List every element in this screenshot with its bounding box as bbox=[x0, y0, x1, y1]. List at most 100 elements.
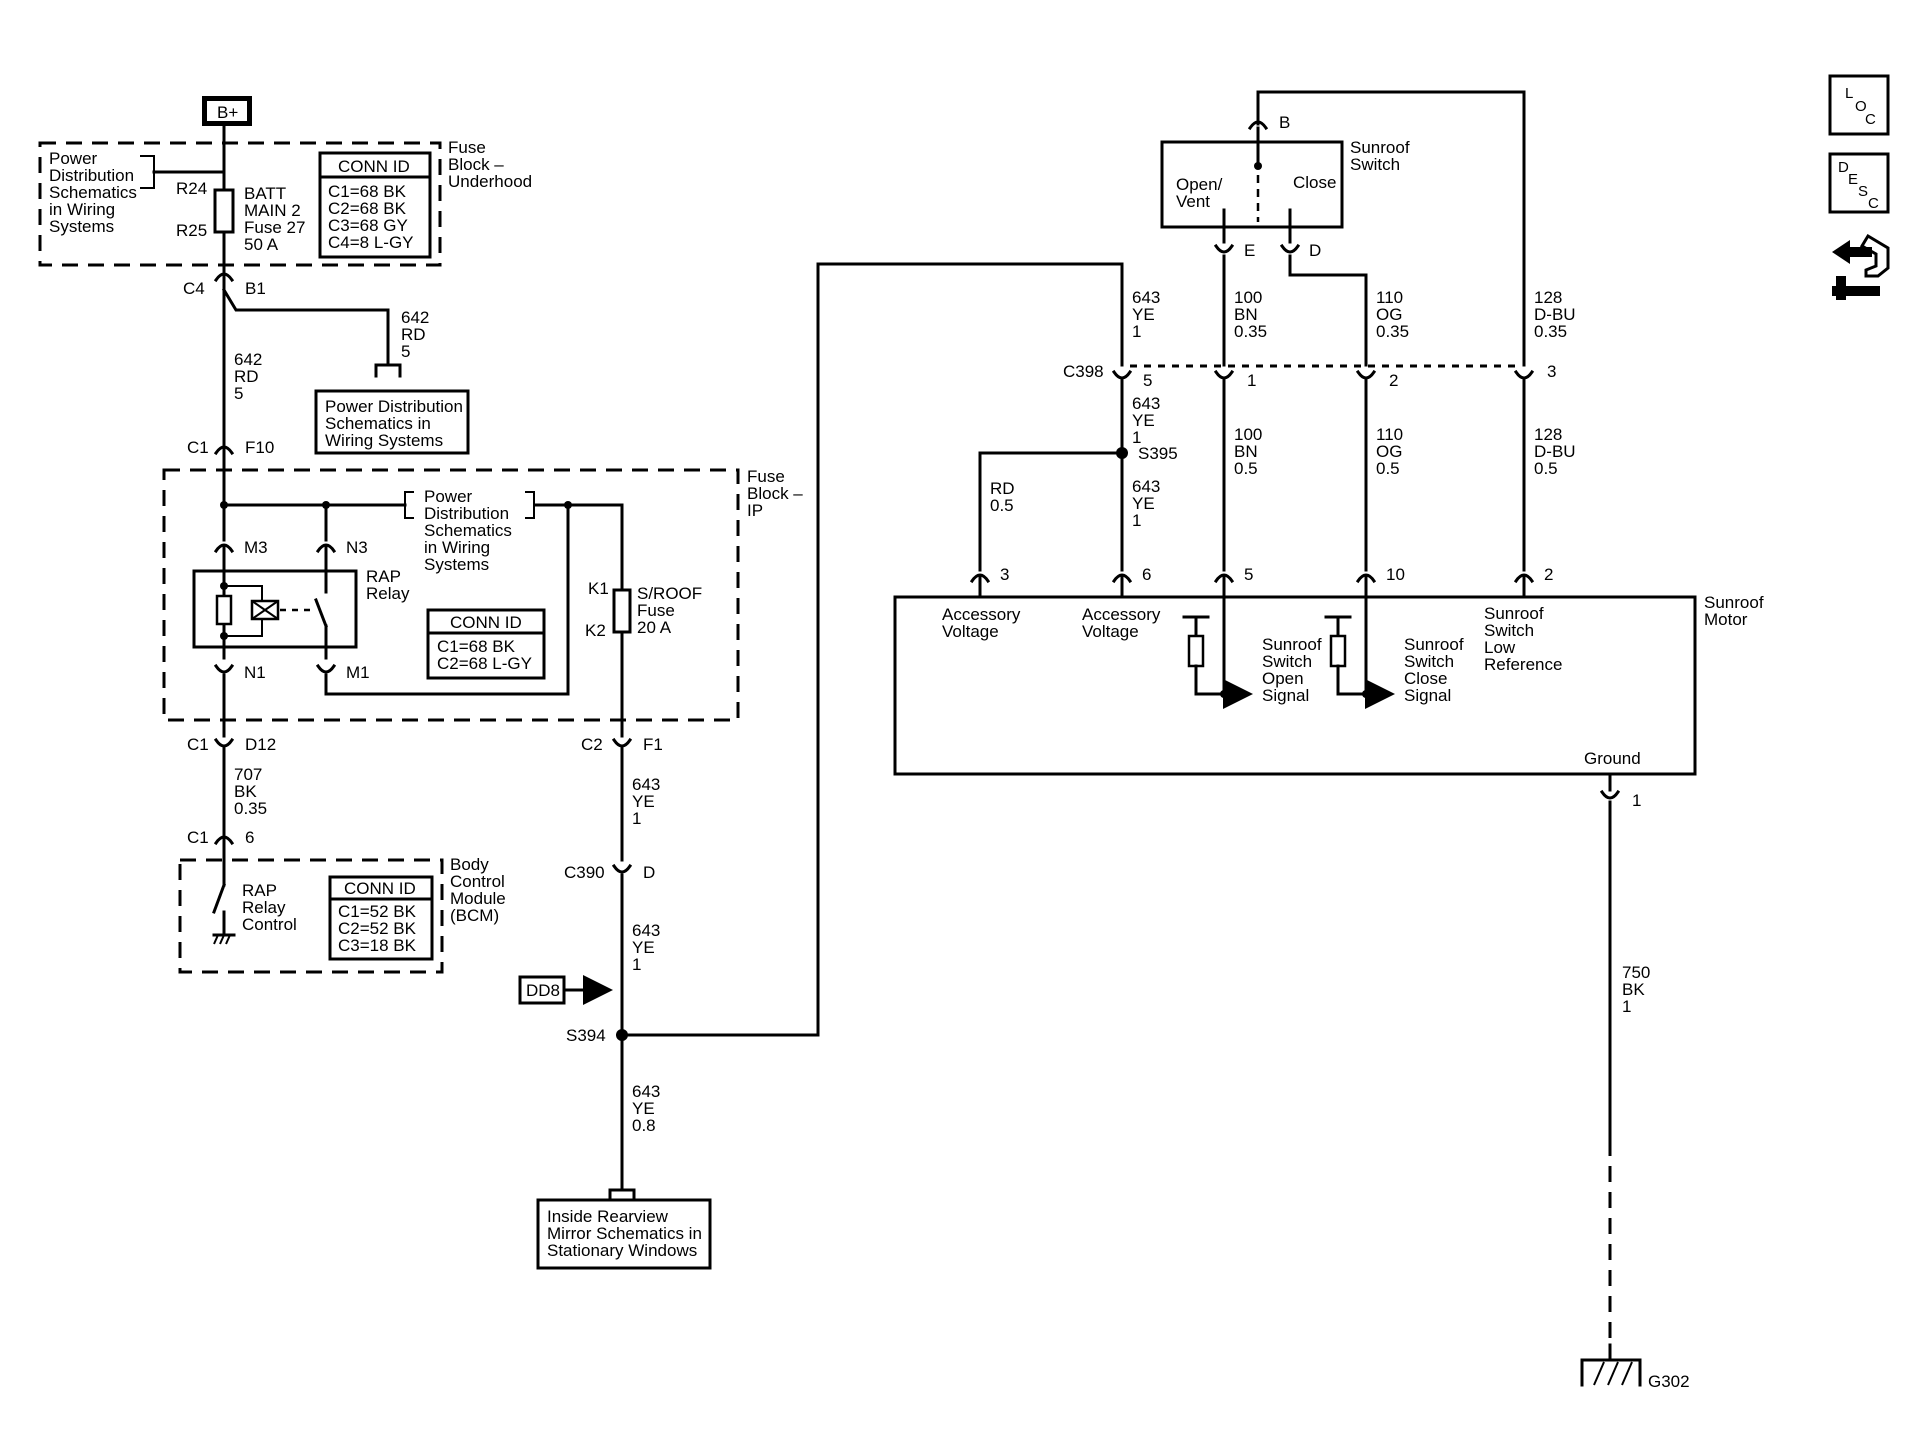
svg-text:C3=68 GY: C3=68 GY bbox=[328, 216, 408, 235]
batt-main-2-fuse bbox=[213, 188, 235, 234]
svg-text:Control: Control bbox=[242, 915, 297, 934]
wire-110-upper-label: 110 OG 0.35 bbox=[1376, 288, 1409, 341]
svg-text:1: 1 bbox=[632, 955, 641, 974]
svg-text:6: 6 bbox=[245, 828, 254, 847]
svg-text:YE: YE bbox=[1132, 411, 1155, 430]
svg-text:110: 110 bbox=[1376, 425, 1403, 444]
svg-text:D: D bbox=[1309, 241, 1321, 260]
svg-text:F1: F1 bbox=[643, 735, 663, 754]
svg-text:Ground: Ground bbox=[1584, 749, 1641, 768]
svg-text:C398: C398 bbox=[1063, 362, 1104, 381]
svg-text:Signal: Signal bbox=[1262, 686, 1309, 705]
wire-642-branch-label: 642 RD 5 bbox=[401, 308, 429, 361]
battery-positive: B+ bbox=[202, 96, 252, 126]
connector-c390: C390 D bbox=[564, 863, 655, 882]
body-control-module: Body Control Module (BCM) RAP Relay Cont… bbox=[178, 838, 506, 974]
loc-icon[interactable]: L O C bbox=[1828, 74, 1890, 136]
svg-text:L: L bbox=[1845, 85, 1853, 102]
svg-text:S395: S395 bbox=[1138, 444, 1178, 463]
svg-text:Module: Module bbox=[450, 889, 506, 908]
svg-text:D-BU: D-BU bbox=[1534, 305, 1576, 324]
svg-text:C2=68 BK: C2=68 BK bbox=[328, 199, 407, 218]
bplus-label: B+ bbox=[217, 103, 238, 122]
svg-text:OG: OG bbox=[1376, 305, 1402, 324]
svg-text:Power Distribution: Power Distribution bbox=[325, 397, 463, 416]
svg-text:Close: Close bbox=[1404, 669, 1447, 688]
svg-text:100: 100 bbox=[1234, 288, 1262, 307]
svg-text:YE: YE bbox=[632, 1099, 655, 1118]
svg-text:RD: RD bbox=[401, 325, 426, 344]
connector-tool-icon[interactable] bbox=[1832, 233, 1890, 300]
svg-text:Voltage: Voltage bbox=[942, 622, 999, 641]
svg-text:Accessory: Accessory bbox=[1082, 605, 1161, 624]
wire-642-main-label: 642 RD 5 bbox=[234, 350, 262, 403]
svg-text:1: 1 bbox=[1622, 997, 1631, 1016]
rap-relay: RAP Relay bbox=[192, 546, 410, 660]
svg-text:Motor: Motor bbox=[1704, 610, 1748, 629]
sunroof-switch: B Sunroof Switch Open/ Vent Close E D bbox=[1160, 113, 1410, 260]
svg-text:Relay: Relay bbox=[242, 898, 286, 917]
dd8-reference[interactable]: DD8 bbox=[518, 975, 613, 1005]
svg-text:IP: IP bbox=[747, 501, 763, 520]
svg-text:D-BU: D-BU bbox=[1534, 442, 1576, 461]
svg-text:Sunroof: Sunroof bbox=[1704, 593, 1764, 612]
svg-text:BN: BN bbox=[1234, 442, 1258, 461]
svg-text:643: 643 bbox=[1132, 288, 1160, 307]
connector-c4-b1: C4 B1 bbox=[183, 270, 266, 307]
svg-text:100: 100 bbox=[1234, 425, 1262, 444]
svg-text:Switch: Switch bbox=[1350, 155, 1400, 174]
svg-text:C1=52 BK: C1=52 BK bbox=[338, 902, 417, 921]
svg-text:Relay: Relay bbox=[366, 584, 410, 603]
underhood-title-2: Block – bbox=[448, 155, 504, 174]
svg-text:C: C bbox=[1868, 195, 1879, 212]
svg-text:2: 2 bbox=[1389, 371, 1398, 390]
svg-text:Systems: Systems bbox=[49, 217, 114, 236]
terminal-r25: R25 bbox=[176, 221, 207, 240]
svg-text:5: 5 bbox=[1244, 565, 1253, 584]
svg-text:0.5: 0.5 bbox=[1234, 459, 1258, 478]
svg-text:Mirror Schematics in: Mirror Schematics in bbox=[547, 1224, 702, 1243]
underhood-title-3: Underhood bbox=[448, 172, 532, 191]
connector-c398: C398 5 1 2 3 bbox=[1063, 362, 1556, 390]
mirror-reference-box[interactable]: Inside Rearview Mirror Schematics in Sta… bbox=[536, 1198, 712, 1270]
wire-643-b-label: 643 YE 1 bbox=[632, 921, 660, 974]
svg-text:C4: C4 bbox=[183, 279, 205, 298]
svg-text:Switch: Switch bbox=[1262, 652, 1312, 671]
svg-text:C2=68 L-GY: C2=68 L-GY bbox=[437, 654, 532, 673]
svg-text:S394: S394 bbox=[566, 1026, 606, 1045]
svg-text:RD: RD bbox=[990, 479, 1015, 498]
svg-text:1: 1 bbox=[1632, 791, 1641, 810]
svg-text:RAP: RAP bbox=[242, 881, 277, 900]
svg-text:0.35: 0.35 bbox=[234, 799, 267, 818]
wire-128-lower-label: 128 D-BU 0.5 bbox=[1534, 425, 1576, 478]
wire-643-lower-label: 643 YE 1 bbox=[1132, 394, 1160, 447]
wire-707-label: 707 BK 0.35 bbox=[234, 765, 267, 818]
svg-text:CONN ID: CONN ID bbox=[450, 613, 522, 632]
sroof-fuse bbox=[612, 588, 632, 634]
svg-text:K2: K2 bbox=[585, 621, 606, 640]
svg-text:Vent: Vent bbox=[1176, 192, 1210, 211]
fuse-block-ip: Fuse Block – IP Power Distribution Schem… bbox=[162, 467, 803, 722]
svg-text:K1: K1 bbox=[588, 579, 609, 598]
desc-icon[interactable]: D E S C bbox=[1828, 152, 1890, 214]
svg-text:5: 5 bbox=[234, 384, 243, 403]
svg-text:Schematics in: Schematics in bbox=[325, 414, 431, 433]
svg-text:C1: C1 bbox=[187, 438, 209, 457]
svg-text:642: 642 bbox=[234, 350, 262, 369]
svg-text:YE: YE bbox=[1132, 494, 1155, 513]
svg-text:128: 128 bbox=[1534, 425, 1562, 444]
svg-text:B: B bbox=[1279, 113, 1290, 132]
svg-text:Body: Body bbox=[450, 855, 489, 874]
connector-c1-6: C1 6 bbox=[187, 828, 254, 847]
svg-text:707: 707 bbox=[234, 765, 262, 784]
pd-reference-box[interactable]: Power Distribution Schematics in Wiring … bbox=[314, 389, 470, 455]
svg-text:Power: Power bbox=[49, 149, 98, 168]
wire-643-c-label: 643 YE 0.8 bbox=[632, 1082, 660, 1135]
svg-text:5: 5 bbox=[401, 342, 410, 361]
svg-text:N1: N1 bbox=[244, 663, 266, 682]
svg-text:G302: G302 bbox=[1648, 1372, 1690, 1391]
wire-750-label: 750 BK 1 bbox=[1622, 963, 1650, 1016]
svg-text:6: 6 bbox=[1142, 565, 1151, 584]
conn-id-table-bcm: CONN ID C1=52 BK C2=52 BK C3=18 BK bbox=[328, 875, 434, 961]
svg-text:3: 3 bbox=[1000, 565, 1009, 584]
